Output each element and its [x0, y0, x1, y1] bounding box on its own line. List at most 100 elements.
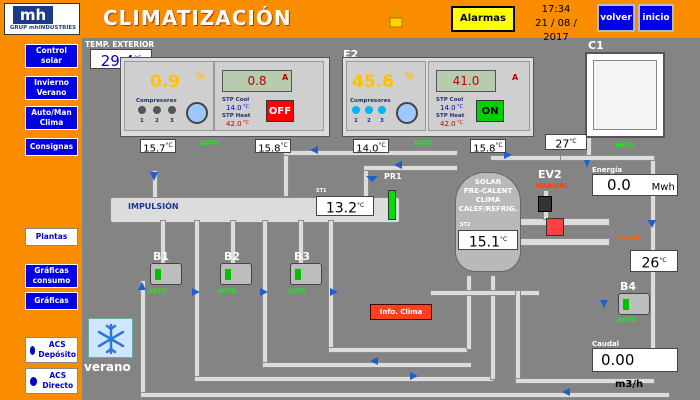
valve-actuator-icon[interactable] [546, 218, 564, 236]
e1-current-unit: A [282, 73, 289, 82]
tank-temp-readout: 15.1°C [458, 230, 518, 251]
clock-date: 21 / 08 / 2017 [535, 18, 577, 43]
e2-compressor-number-3: 3 [380, 118, 384, 124]
pump-status-indicator [623, 299, 629, 310]
e2-current-unit: A [512, 73, 519, 82]
solar-temp-unit: °C [659, 257, 667, 264]
boiler-c1[interactable] [585, 52, 665, 138]
sidebar-item-plantas[interactable]: Plantas [25, 228, 78, 246]
e1-compressor-number-3: 3 [170, 118, 174, 124]
sidebar-item-control-solar[interactable]: Control solar [25, 44, 78, 68]
ev2-mode-label: MANUAL [535, 182, 569, 190]
c1-auto-label: AUTO [615, 142, 634, 149]
outdoor-temp-title: TEMP. EXTERIOR [85, 40, 155, 49]
alarms-button[interactable]: Alarmas [451, 6, 515, 32]
e2-temp-right-value: 15.8 [473, 143, 496, 155]
flow-title: Caudal [592, 340, 619, 348]
b2-auto-label: AUTO [218, 288, 237, 295]
energy-readout: 0.0 Mwh [592, 174, 678, 196]
sidebar-item-auto-man-clima[interactable]: Auto/Man Clima [25, 106, 78, 130]
sidebar-item-graficas-consumo[interactable]: Gráficas consumo [25, 264, 78, 288]
e1-temp-left-readout: 15.7°C [140, 139, 176, 154]
home-button[interactable]: inicio [638, 4, 674, 32]
sidebar-item-acs-directo[interactable]: ACS Directo [25, 368, 78, 394]
e1-compressor-indicators [138, 106, 178, 116]
pipe [515, 378, 655, 384]
info-clima-button[interactable]: Info. Clima [370, 304, 432, 320]
e2-load-value: 45.6 [352, 72, 394, 92]
e2-compressors-label: Compresores [350, 98, 391, 104]
valve-icon[interactable] [538, 196, 552, 212]
pump-status-indicator [225, 269, 231, 280]
e1-compressor-number-1: 1 [140, 118, 144, 124]
c1-name: C1 [588, 39, 604, 52]
solar-label: SOLAR [614, 234, 641, 242]
flow-readout: 0.00 m3/h [592, 348, 678, 390]
pr1-label: PR1 [384, 172, 402, 181]
sidebar-item-label: ACS Depósito [38, 340, 76, 359]
e1-stp-cool-label: STP Cool [222, 97, 250, 103]
pump-b4[interactable] [618, 293, 650, 315]
impulsion-temp-value: 13.2 [325, 200, 357, 217]
pump-status-indicator [155, 269, 161, 280]
sidebar-item-acs-deposito[interactable]: ACS Depósito [25, 337, 78, 363]
e1-temp-right-value: 15.8 [258, 143, 281, 155]
solar-temp-value: 26 [641, 255, 660, 272]
e2-stp-heat-unit: °C [457, 120, 463, 126]
c1-temp-unit: °C [569, 138, 577, 145]
e2-auto-label: AUTO [414, 140, 433, 147]
e1-state-button[interactable]: OFF [266, 100, 294, 122]
pump-b2[interactable] [220, 263, 252, 285]
pipe [430, 290, 540, 296]
e2-temp-right-readout: 15.8°C [470, 139, 506, 155]
tank-line-3: CLIMA [475, 196, 501, 204]
e2-stp-cool-label: STP Cool [436, 97, 464, 103]
e2-state-button[interactable]: ON [476, 100, 504, 122]
flow-unit: m3/h [615, 379, 644, 390]
e2-temp-left-readout: 14.0°C [353, 139, 389, 155]
lock-icon[interactable] [389, 10, 403, 28]
e1-temp-right-unit: °C [280, 142, 288, 149]
season-mode-label: verano [84, 360, 131, 374]
b3-auto-label: AUTO [288, 288, 307, 295]
b2-name: B2 [224, 250, 241, 263]
compressor-2-indicator [365, 106, 373, 114]
buffer-tank[interactable] [455, 172, 521, 272]
sidebar-item-consignas[interactable]: Consignas [25, 138, 78, 156]
energy-unit: Mwh [651, 182, 675, 193]
e1-temp-left-unit: °C [165, 142, 173, 149]
company-logo: mh GRUP mhINDUSTRIES [4, 3, 80, 35]
sidebar-item-invierno-verano[interactable]: Invierno Verano [25, 76, 78, 100]
energy-value: 0.0 [607, 176, 631, 194]
page-title: CLIMATIZACIÓN [103, 6, 292, 30]
e2-compressor-number-2: 2 [367, 118, 371, 124]
e2-stp-heat-value: 42.0 [440, 120, 456, 128]
e2-current-value: 41.0 [452, 74, 480, 88]
e2-compressor-number-1: 1 [354, 118, 358, 124]
radio-icon [30, 376, 37, 386]
back-button[interactable]: volver [597, 4, 635, 32]
logo-text: GRUP mhINDUSTRIES [9, 25, 77, 31]
compressor-1-indicator [352, 106, 360, 114]
e2-temp-left-value: 14.0 [356, 143, 379, 155]
ev2-name: EV2 [538, 168, 562, 181]
fan-icon [186, 102, 208, 124]
pipe [152, 170, 158, 198]
e1-current-value: 0.8 [247, 74, 267, 88]
b1-name: B1 [153, 250, 170, 263]
pipe [560, 155, 655, 161]
impulsion-label: IMPULSIÓN [128, 202, 179, 211]
compressor-3-indicator [378, 106, 386, 114]
e1-compressors-label: Compresores [136, 98, 177, 104]
sidebar-item-graficas[interactable]: Gráficas [25, 292, 78, 310]
c1-temp-readout: 27°C [545, 134, 587, 151]
fan-icon [396, 102, 418, 124]
e2-stp-cool-unit: °C [457, 104, 463, 110]
pump-b3[interactable] [290, 263, 322, 285]
tank-temp-unit: °C [499, 236, 508, 243]
pipe [363, 165, 458, 171]
e1-temp-right-readout: 15.8°C [255, 139, 291, 155]
pump-b1[interactable] [150, 263, 182, 285]
e1-current-readout: 0.8 [222, 70, 292, 92]
